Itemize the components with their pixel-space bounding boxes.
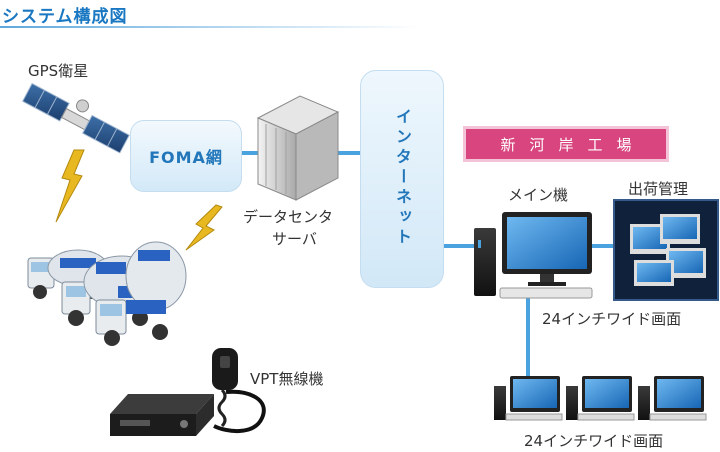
server-label: サーバ [272, 228, 317, 249]
main-pc-icon [474, 212, 592, 298]
satellite-icon [23, 75, 134, 153]
datacenter-label: データセンタ [243, 206, 333, 227]
shipping-management-label: 出荷管理 [628, 178, 688, 199]
client-pc-icon [494, 376, 562, 420]
lightning-icon [186, 205, 222, 250]
radio-icon [110, 348, 264, 436]
monitor-label: 24インチワイド画面 [542, 308, 681, 329]
lightning-icon [56, 150, 84, 222]
client-pc-icon [566, 376, 634, 420]
vpt-radio-label: VPT無線機 [250, 368, 323, 389]
main-pc-label: メイン機 [508, 184, 568, 205]
factory-label: 新河岸工場 [500, 134, 645, 155]
gps-satellite-label: GPS衛星 [28, 60, 88, 81]
shipping-management-icon [614, 200, 718, 300]
factory-banner: 新河岸工場 [463, 126, 669, 162]
server-icon [258, 96, 338, 200]
monitor-label: 24インチワイド画面 [524, 430, 663, 451]
foma-network-label: FOMA網 [149, 144, 223, 168]
internet-label: インターネット [382, 108, 422, 248]
client-pc-icon [638, 376, 706, 420]
foma-network-box: FOMA網 [130, 120, 242, 192]
